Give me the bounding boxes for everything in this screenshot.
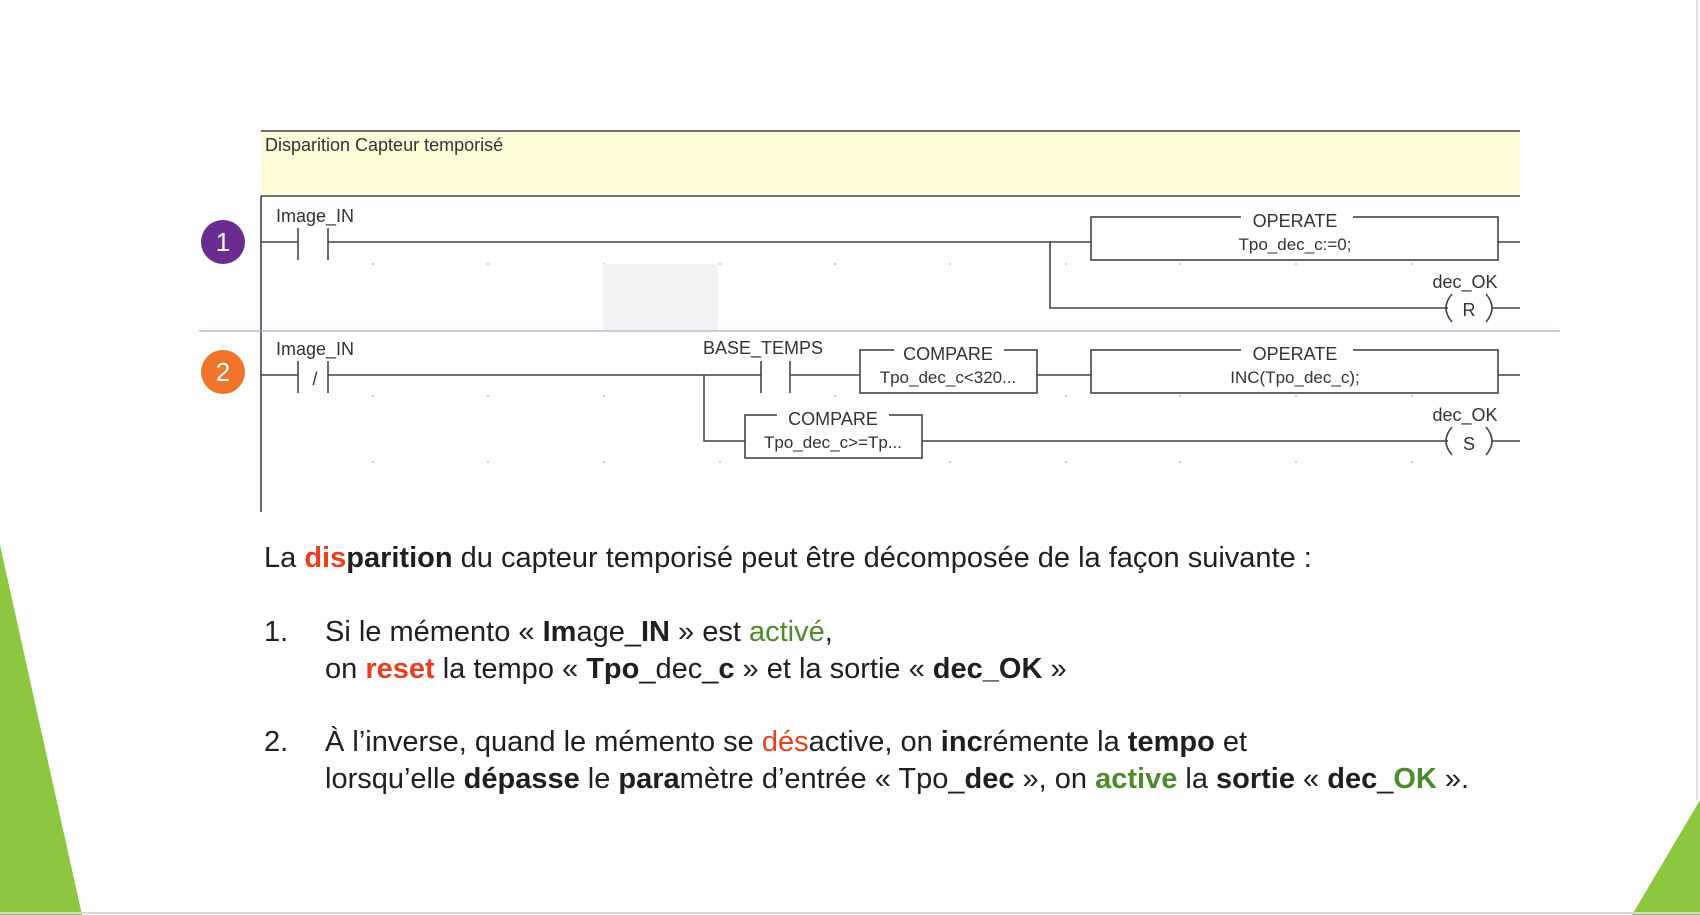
step-badge-2: 2 <box>201 350 245 394</box>
right-green-triangle <box>1632 800 1700 915</box>
list-item-1: 1. Si le mémento « Image_IN » est activé… <box>264 614 1684 694</box>
step-badge-1: 1 <box>201 220 245 264</box>
list-item-2: 2. À l’inverse, quand le mémento se désa… <box>264 724 1684 804</box>
rung2-compare1-expr: Tpo_dec_c<320... <box>880 368 1017 387</box>
selection-cell <box>603 264 718 330</box>
bottom-border <box>0 912 1700 914</box>
grid-dots <box>372 263 1413 463</box>
list-item-2-text: À l’inverse, quand le mémento se désacti… <box>325 726 1470 795</box>
list-item-1-text: Si le mémento « Image_IN » est activé, o… <box>325 616 1067 685</box>
rung2-operate-title: OPERATE <box>1253 344 1338 364</box>
comment-box <box>261 131 1520 196</box>
rung2-compare1-block <box>859 349 1038 394</box>
rung2-contact-symbol: / <box>312 369 317 389</box>
rung2-operate-expr: INC(Tpo_dec_c); <box>1230 368 1359 387</box>
rung1-operate-title: OPERATE <box>1253 211 1338 231</box>
rung1-contact-label: Image_IN <box>276 206 354 227</box>
intro-paragraph: La disparition du capteur temporisé peut… <box>264 542 1312 574</box>
rung-2: Image_IN / BASE_TEMPS COMPARE Tpo_dec_c<… <box>261 338 1520 459</box>
rung2-coil-right <box>1485 426 1493 456</box>
rung1-operate-expr: Tpo_dec_c:=0; <box>1239 235 1352 254</box>
rung2-compare2-expr: Tpo_dec_c>=Tp... <box>764 433 902 452</box>
ladder-diagram: Disparition Capteur temporisé Image_IN O… <box>199 130 1560 512</box>
rung2-contact-label: Image_IN <box>276 339 354 360</box>
comment-text: Disparition Capteur temporisé <box>265 135 503 155</box>
rung1-coil-right <box>1485 293 1493 323</box>
rung1-coil-left <box>1445 293 1453 323</box>
list-item-2-number: 2. <box>264 726 289 758</box>
list-item-1-number: 1. <box>264 616 289 648</box>
left-green-triangle <box>0 545 82 915</box>
rung2-compare2-title: COMPARE <box>788 409 878 429</box>
rung2-compare1-title: COMPARE <box>903 344 993 364</box>
rung2-coil-label: dec_OK <box>1432 405 1497 426</box>
rung1-coil-letter: R <box>1463 300 1476 320</box>
rung2-coil-left <box>1445 426 1453 456</box>
rung1-operate-block <box>1090 216 1499 261</box>
rung2-coil-letter: S <box>1463 434 1475 454</box>
rung1-coil-label: dec_OK <box>1432 272 1497 293</box>
rung-1: Image_IN OPERATE Tpo_dec_c:=0; dec_OK R <box>261 206 1520 323</box>
rung2-operate-block <box>1090 349 1499 394</box>
rung2-base-label: BASE_TEMPS <box>703 338 823 359</box>
